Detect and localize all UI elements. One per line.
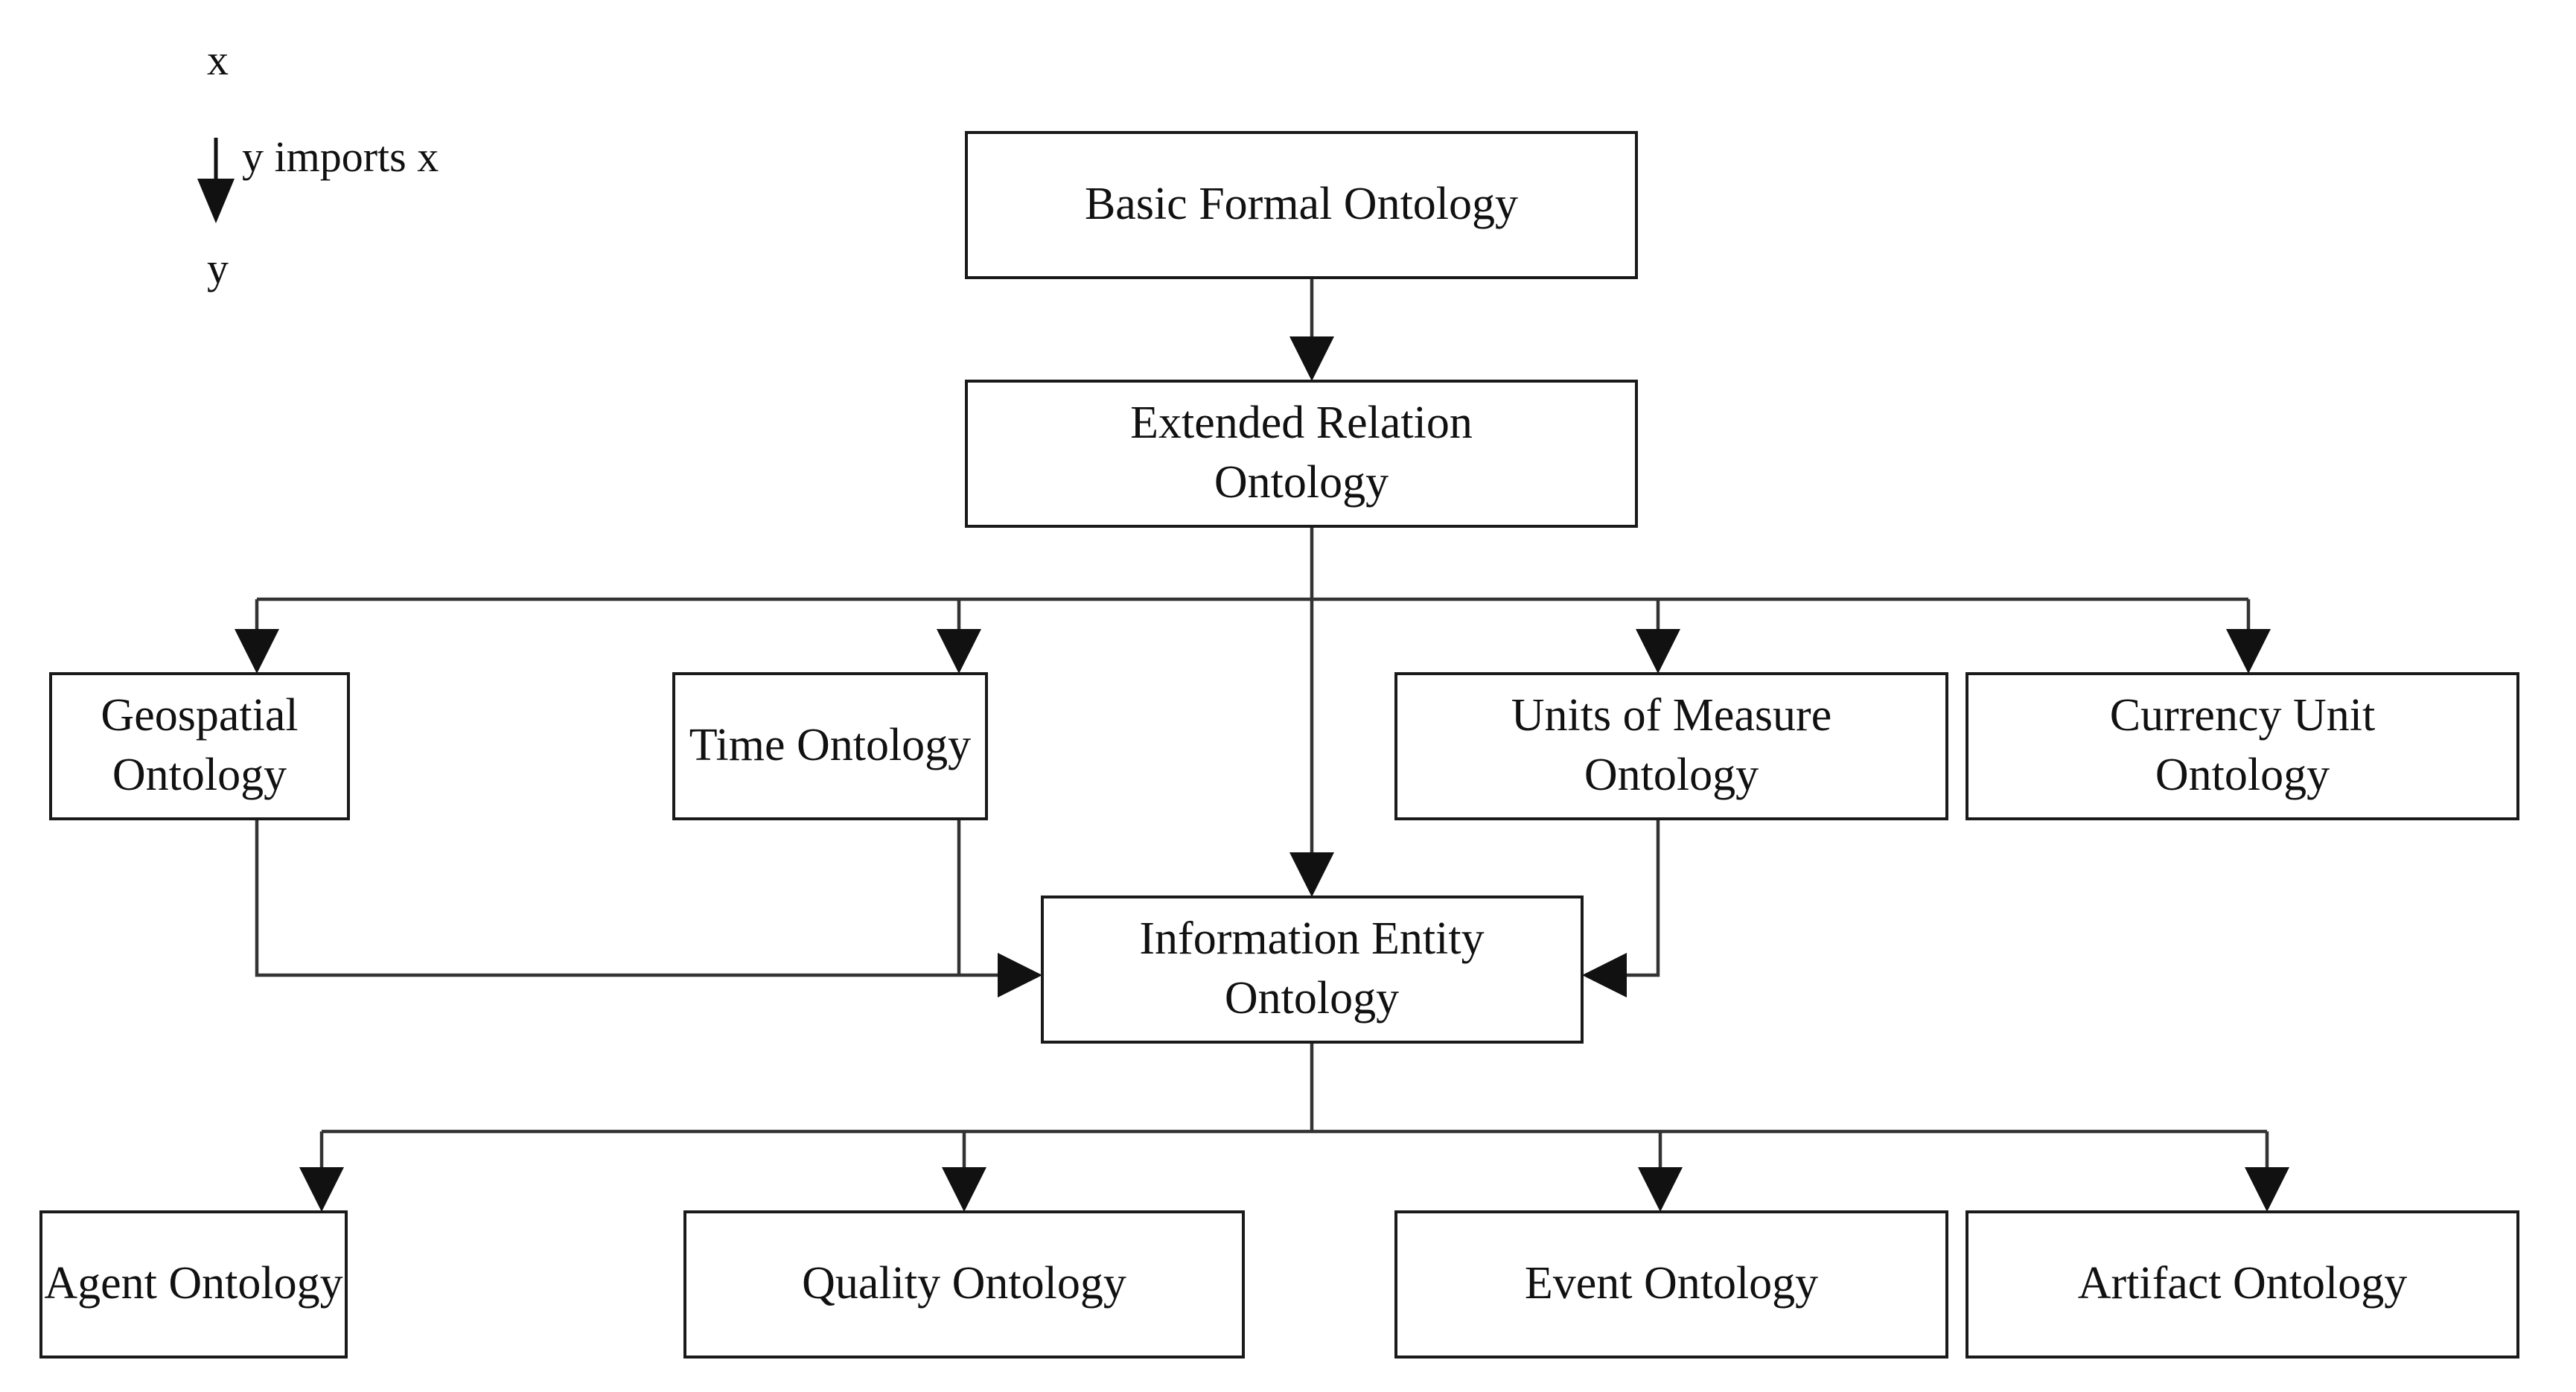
node-box[interactable]	[1966, 1210, 2519, 1359]
node-label-line1: Geospatial	[101, 690, 298, 741]
node-label-line2: Ontology	[2155, 750, 2330, 800]
edges-layer	[235, 278, 2289, 1212]
edge-bfo-to-ero	[1289, 278, 1334, 381]
node-label-line2: Ontology	[1584, 750, 1759, 800]
node-event-ontology[interactable]: Event Ontology	[1394, 1210, 1948, 1359]
node-agent-ontology[interactable]: Agent Ontology	[39, 1210, 348, 1359]
node-label-line2: Ontology	[112, 750, 287, 800]
node-box[interactable]	[1394, 1210, 1948, 1359]
edge-information-entity-to-event	[1638, 1131, 1683, 1212]
legend: x y imports x y	[197, 36, 439, 293]
node-box[interactable]	[672, 672, 988, 820]
node-label-line1: Currency Unit	[2110, 690, 2375, 741]
node-currency-unit-ontology[interactable]: Currency Unit Ontology	[1966, 672, 2519, 820]
node-information-entity-ontology[interactable]: Information Entity Ontology	[1041, 895, 1584, 1044]
edge-geospatial-to-information-entity	[255, 819, 1042, 997]
legend-source-label: x	[207, 36, 229, 84]
node-units-of-measure-ontology[interactable]: Units of Measure Ontology	[1394, 672, 1948, 820]
edge-ero-to-currency	[2226, 599, 2271, 674]
node-box[interactable]	[965, 380, 1638, 528]
legend-arrow-head-icon	[197, 179, 235, 223]
node-label-line2: Ontology	[1214, 457, 1389, 508]
edge-information-entity-to-artifact	[2245, 1131, 2289, 1212]
legend-relation-label: y imports x	[242, 133, 439, 181]
node-artifact-ontology[interactable]: Artifact Ontology	[1966, 1210, 2519, 1359]
node-box[interactable]	[965, 131, 1638, 279]
node-geospatial-ontology[interactable]: Geospatial Ontology	[49, 672, 350, 820]
node-box[interactable]	[1966, 672, 2519, 820]
edge-information-entity-to-quality	[942, 1131, 986, 1212]
node-box[interactable]	[1041, 895, 1584, 1044]
node-label-line1: Agent Ontology	[44, 1258, 342, 1309]
node-box[interactable]	[1394, 672, 1948, 820]
node-label-line1: Event Ontology	[1525, 1258, 1818, 1309]
node-box[interactable]	[39, 1210, 348, 1359]
edge-information-entity-to-bottom-bus	[322, 1042, 2267, 1134]
node-label-line1: Basic Formal Ontology	[1085, 179, 1518, 229]
node-label-line1: Information Entity	[1139, 913, 1484, 964]
node-box[interactable]	[49, 672, 350, 820]
edge-ero-to-time	[937, 599, 981, 674]
node-label-line1: Units of Measure	[1511, 690, 1831, 741]
node-extended-relation-ontology[interactable]: Extended Relation Ontology	[965, 380, 1638, 528]
node-box[interactable]	[683, 1210, 1245, 1359]
node-label-line1: Artifact Ontology	[2078, 1258, 2408, 1309]
edge-units-to-information-entity	[1582, 819, 1660, 997]
node-label-line1: Extended Relation	[1130, 398, 1473, 448]
edge-ero-to-geospatial	[235, 599, 279, 674]
edge-information-entity-to-agent	[299, 1131, 344, 1212]
node-label-line1: Time Ontology	[689, 720, 971, 770]
node-label-line2: Ontology	[1225, 973, 1399, 1024]
node-quality-ontology[interactable]: Quality Ontology	[683, 1210, 1245, 1359]
edge-ero-to-information-entity	[1289, 526, 1334, 897]
edge-ero-to-units	[1636, 599, 1680, 674]
node-label-line1: Quality Ontology	[802, 1258, 1126, 1309]
node-basic-formal-ontology[interactable]: Basic Formal Ontology	[965, 131, 1638, 279]
legend-target-label: y	[207, 244, 229, 293]
node-time-ontology[interactable]: Time Ontology	[672, 672, 988, 820]
